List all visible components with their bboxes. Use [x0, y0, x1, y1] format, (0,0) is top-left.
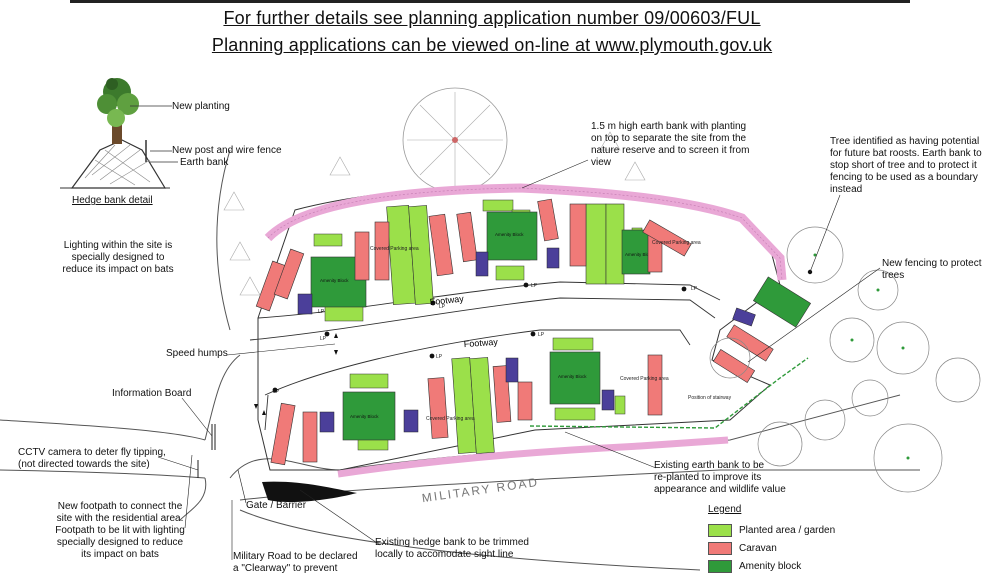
- earth-bank-top-line2: on top to separate the site from the: [591, 133, 747, 144]
- earth-bank-top-line1: 1.5 m high earth bank with planting: [591, 121, 747, 132]
- legend-swatch-caravan: [708, 541, 732, 555]
- footway-bottom-label: Footway: [463, 337, 498, 349]
- new-planting-label: New planting: [172, 101, 230, 112]
- top-rule: [70, 0, 910, 3]
- footway-top-label: Footway: [429, 294, 464, 308]
- hedge-trim-note-line2: locally to accomodate sight line: [375, 549, 514, 560]
- legend-title: Legend: [708, 504, 742, 515]
- svg-text:LP: LP: [531, 283, 538, 289]
- hedge-bank-detail-title: Hedge bank detail: [72, 195, 153, 206]
- tree-note-line3: stop short of tree and to protect it: [830, 160, 977, 171]
- svg-text:LP: LP: [436, 354, 443, 360]
- legend-item-caravan: Caravan: [708, 539, 978, 557]
- stores: [297, 247, 756, 433]
- cctv-note-line1: CCTV camera to deter fly tipping,: [18, 447, 166, 458]
- svg-text:Covered Parking area: Covered Parking area: [370, 246, 419, 252]
- amenity-blocks: Amenity Block Amenity Block Amenity Bloc…: [310, 211, 812, 441]
- svg-text:Amenity Block: Amenity Block: [558, 374, 587, 379]
- new-fencing-note: New fencing to protect trees: [882, 258, 982, 281]
- earth-bank-top-line3: nature reserve and to screen it from: [591, 145, 750, 156]
- replant-line3: appearance and wildlife value: [654, 484, 786, 495]
- military-road-note-line1: Military Road to be declared: [233, 551, 358, 562]
- earth-bank-top-note: 1.5 m high earth bank with planting on t…: [591, 121, 749, 169]
- hedge-trim-note-line1: Existing hedge bank to be trimmed: [375, 537, 529, 548]
- leader-lines: [157, 159, 881, 560]
- header-application-number: For further details see planning applica…: [223, 8, 761, 28]
- header-online-link[interactable]: Planning applications can be viewed on-l…: [211, 35, 773, 55]
- svg-text:Covered Parking area: Covered Parking area: [620, 376, 669, 382]
- gate-barrier: [262, 481, 357, 503]
- footpath-line5: its impact on bats: [81, 549, 159, 560]
- legend-item-amenity: Amenity block: [708, 557, 978, 575]
- tree-note-line2: for future bat roosts. Earth bank to: [830, 148, 982, 159]
- legend-swatch-planted: [708, 523, 732, 537]
- map-tiny-labels: LP LP LP LP LP LP LP LP Position of stai…: [273, 240, 732, 422]
- svg-text:Amenity Block: Amenity Block: [495, 232, 524, 237]
- tree-bat-roost-note: Tree identified as having potential for …: [830, 136, 982, 196]
- speed-humps: [254, 333, 338, 415]
- svg-text:LP: LP: [273, 389, 280, 395]
- legend-item-planted: Planted area / garden: [708, 521, 978, 539]
- military-road-note-line2: a "Clearway" to prevent: [233, 563, 338, 574]
- footpath-line4: specially designed to reduce: [56, 537, 184, 548]
- information-board-label: Information Board: [112, 388, 192, 399]
- replant-line2: re-planted to improve its: [654, 472, 762, 483]
- svg-text:Covered Parking area: Covered Parking area: [426, 416, 475, 422]
- footpath-line3: Footpath to be lit with lighting: [55, 525, 185, 536]
- trees-right: [709, 226, 981, 493]
- tree-note-line4: fencing to be used as a boundary: [830, 172, 978, 183]
- lamp-posts: [272, 269, 813, 393]
- svg-text:LP: LP: [691, 286, 698, 292]
- large-tree-top: [402, 87, 508, 193]
- svg-text:LP: LP: [320, 336, 327, 342]
- svg-text:Amenity Block: Amenity Block: [350, 414, 379, 419]
- earth-bank-label: Earth bank: [180, 157, 229, 168]
- gate-barrier-label: Gate / Barrier: [246, 500, 307, 511]
- new-fence-label: New post and wire fence: [172, 145, 282, 156]
- replant-note: Existing earth bank to be re-planted to …: [654, 460, 786, 496]
- footpath-line1: New footpath to connect the: [57, 501, 183, 512]
- tree-note-line1: Tree identified as having potential: [830, 136, 980, 147]
- speed-humps-label: Speed humps: [166, 348, 228, 359]
- earth-bank-top-line4: view: [591, 157, 612, 168]
- legend-label-planted: Planted area / garden: [739, 524, 836, 536]
- svg-text:Covered Parking area: Covered Parking area: [652, 240, 701, 246]
- footpath-note: New footpath to connect the site with th…: [50, 501, 190, 561]
- legend: Legend Planted area / garden Caravan Ame…: [708, 504, 978, 575]
- svg-text:LP: LP: [318, 309, 325, 315]
- footpath-line2: site with the residential area.: [56, 513, 184, 524]
- legend-label-caravan: Caravan: [739, 542, 777, 554]
- military-road-label: MILITARY ROAD: [421, 475, 540, 505]
- cctv-note-line2: (not directed towards the site): [18, 459, 150, 470]
- site-boundary: [257, 183, 809, 478]
- lighting-note: Lighting within the site is specially de…: [62, 240, 174, 275]
- trees-left: [223, 131, 646, 296]
- svg-text:LP: LP: [439, 304, 446, 310]
- caravans: [255, 198, 774, 466]
- tree-note-line5: instead: [830, 184, 863, 195]
- svg-text:LP: LP: [538, 332, 545, 338]
- hedge-bank-detail: [60, 78, 178, 189]
- replant-line1: Existing earth bank to be: [654, 460, 765, 471]
- svg-text:Amenity Block: Amenity Block: [320, 278, 349, 283]
- tree-centres: [813, 253, 910, 460]
- svg-text:Position of stairway: Position of stairway: [688, 395, 732, 401]
- legend-swatch-amenity: [708, 559, 732, 573]
- info-board-post: [197, 424, 216, 478]
- legend-label-amenity: Amenity block: [739, 560, 802, 572]
- svg-text:Amenity Block: Amenity Block: [625, 252, 654, 257]
